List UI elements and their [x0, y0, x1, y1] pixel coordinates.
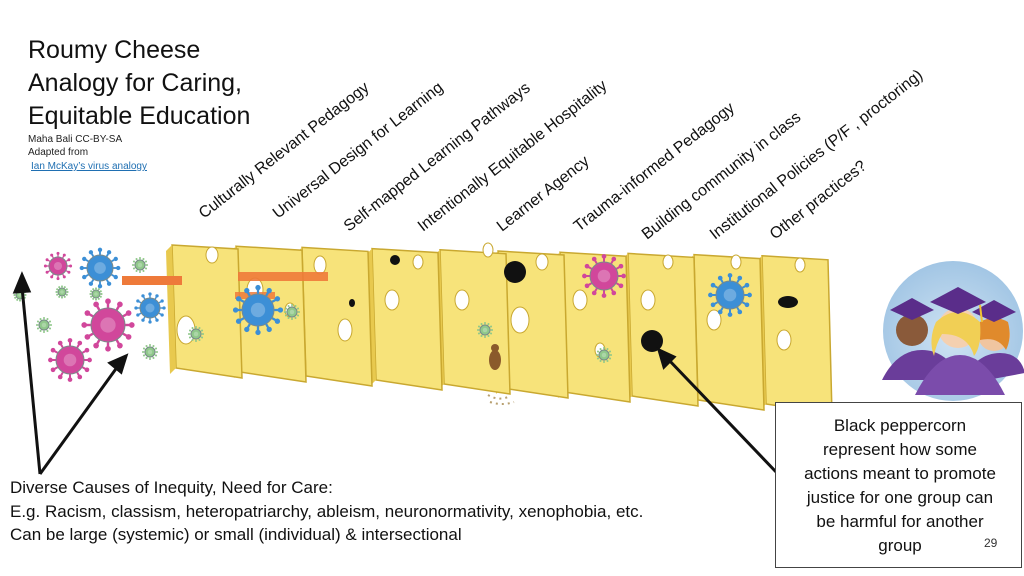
peppercorn-2 [504, 261, 526, 283]
cheese-slice [296, 246, 373, 387]
virus-icon [708, 273, 752, 317]
virus-icon [48, 338, 92, 382]
virus-cluster [13, 247, 752, 382]
causes-line-2: E.g. Racism, classism, heteropatriarchy,… [10, 501, 644, 521]
arrow-shaft-2 [238, 272, 328, 281]
author-credit: Maha Bali CC-BY-SA [28, 134, 123, 145]
page-number: 29 [984, 536, 998, 550]
title-line-1: Roumy Cheese [28, 36, 201, 64]
causes-line-1: Diverse Causes of Inequity, Need for Car… [10, 478, 333, 497]
virus-icon [284, 304, 300, 320]
cheese-slice [366, 247, 443, 391]
title-line-2: Analogy for Caring, [28, 69, 243, 97]
pointer-arrows [12, 271, 780, 476]
virus-icon [134, 292, 166, 324]
virus-icon [81, 298, 135, 352]
peppercorn-3 [641, 330, 663, 352]
graduate-center [915, 287, 1005, 395]
virus-icon [582, 254, 626, 298]
cheese-slice [166, 244, 243, 379]
slide-title: Roumy Cheese Analogy for Caring, Equitab… [28, 34, 288, 133]
cheese-slice [434, 242, 511, 395]
virus-icon [79, 247, 121, 289]
graduate-right [960, 300, 1024, 385]
peppercorns [349, 255, 798, 352]
arrowhead-2 [107, 353, 129, 375]
arrow-line-3 [665, 356, 780, 476]
virus-icon [43, 251, 73, 281]
callout-line-5: be harmful for another [816, 512, 984, 531]
virus-icon [36, 317, 52, 333]
virus-icon [232, 284, 284, 336]
peppercorn-5 [349, 299, 355, 307]
arrow-line-1 [20, 286, 42, 475]
causes-text: Diverse Causes of Inequity, Need for Car… [10, 476, 643, 547]
callout-line-3: actions meant to promote [804, 464, 996, 483]
adapted-from-label: Adapted from [28, 147, 89, 158]
source-link[interactable]: Ian McKay’s virus analogy [31, 161, 147, 172]
virus-icon [188, 326, 204, 342]
arrow-shaft-1 [122, 276, 182, 285]
cheese-slice [688, 253, 765, 411]
virus-icon [89, 287, 103, 301]
mouse-icon [487, 344, 515, 405]
arrowhead-3 [656, 347, 677, 370]
arrowhead-1 [12, 271, 32, 294]
peppercorn-callout-text: Black peppercorn represent how some acti… [780, 414, 1020, 558]
causes-line-3: Can be large (systemic) or small (indivi… [10, 525, 462, 544]
cheese-slice [756, 255, 833, 415]
peppercorn-1 [390, 255, 400, 265]
callout-line-2: represent how some [822, 440, 978, 459]
callout-line-4: justice for one group can [806, 488, 994, 507]
title-line-3: Equitable Education [28, 102, 251, 130]
virus-icon [55, 285, 69, 299]
cheese-slice [622, 252, 699, 407]
cheese-slices [166, 242, 833, 415]
peppercorn-4 [778, 296, 798, 308]
callout-line-6: group [878, 536, 922, 555]
callout-line-1: Black peppercorn [833, 416, 967, 435]
virus-icon [477, 322, 493, 338]
virus-icon [142, 344, 158, 360]
graduates-illustration [882, 261, 1024, 401]
arrow-line-2 [38, 365, 120, 475]
virus-icon [132, 257, 148, 273]
peppercorn-callout-box [775, 402, 1022, 568]
virus-icon [596, 347, 612, 363]
